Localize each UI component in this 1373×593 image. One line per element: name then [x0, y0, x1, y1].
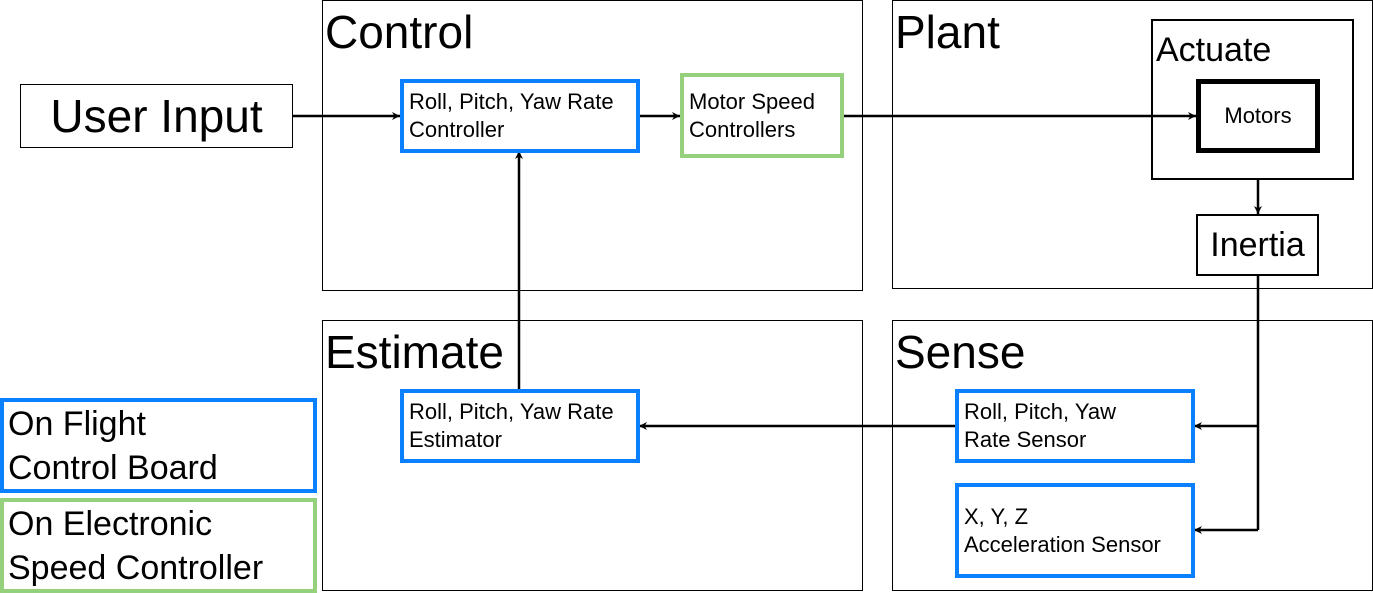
motors-node: Motors	[1196, 79, 1320, 153]
inertia-label: Inertia	[1210, 226, 1305, 264]
user-input-label: User Input	[50, 90, 263, 142]
inertia-node: Inertia	[1196, 214, 1319, 276]
motor-speed-controllers-node: Motor Speed Controllers	[680, 73, 844, 158]
rate-controller-label-line-1: Roll, Pitch, Yaw Rate	[409, 89, 614, 114]
legend-flight-control-board: On Flight Control Board	[0, 398, 317, 493]
legend-electronic-speed-controller-line-1: On Electronic	[8, 504, 213, 543]
rate-sensor-label-line-2: Rate Sensor	[964, 427, 1087, 452]
accel-sensor-label-line-2: Acceleration Sensor	[964, 531, 1161, 557]
estimate-region: Estimate	[322, 320, 863, 591]
rate-estimator-label-line-1: Roll, Pitch, Yaw Rate	[409, 399, 614, 424]
legend-electronic-speed-controller-line-2: Speed Controller	[8, 548, 264, 587]
legend-flight-control-board-line-1: On Flight	[8, 404, 146, 443]
plant-region-title: Plant	[895, 6, 1000, 58]
plant-region: Plant	[892, 0, 1373, 289]
legend-electronic-speed-controller: On Electronic Speed Controller	[0, 498, 317, 593]
rate-controller-label-line-2: Controller	[409, 117, 505, 142]
legend-flight-control-board-line-2: Control Board	[8, 448, 218, 487]
rate-controller-node: Roll, Pitch, Yaw Rate Controller	[400, 79, 640, 153]
sense-region-title: Sense	[895, 326, 1026, 378]
accel-sensor-label-line-1: X, Y, Z	[964, 503, 1029, 529]
control-region: Control	[322, 0, 863, 291]
motors-label: Motors	[1224, 103, 1292, 128]
rate-sensor-label-line-1: Roll, Pitch, Yaw	[964, 399, 1117, 424]
user-input-node: User Input	[20, 84, 293, 148]
rate-estimator-label-line-2: Estimator	[409, 427, 502, 452]
control-region-title: Control	[325, 6, 474, 58]
accel-sensor-node: X, Y, Z Acceleration Sensor	[955, 483, 1195, 578]
actuate-region: Actuate	[1151, 19, 1354, 180]
rate-sensor-node: Roll, Pitch, Yaw Rate Sensor	[955, 389, 1195, 463]
estimate-region-title: Estimate	[325, 326, 504, 378]
motor-speed-controllers-label-line-1: Motor Speed	[689, 88, 815, 114]
motor-speed-controllers-label-line-2: Controllers	[689, 116, 796, 142]
rate-estimator-node: Roll, Pitch, Yaw Rate Estimator	[400, 389, 640, 463]
actuate-region-title: Actuate	[1156, 31, 1272, 69]
